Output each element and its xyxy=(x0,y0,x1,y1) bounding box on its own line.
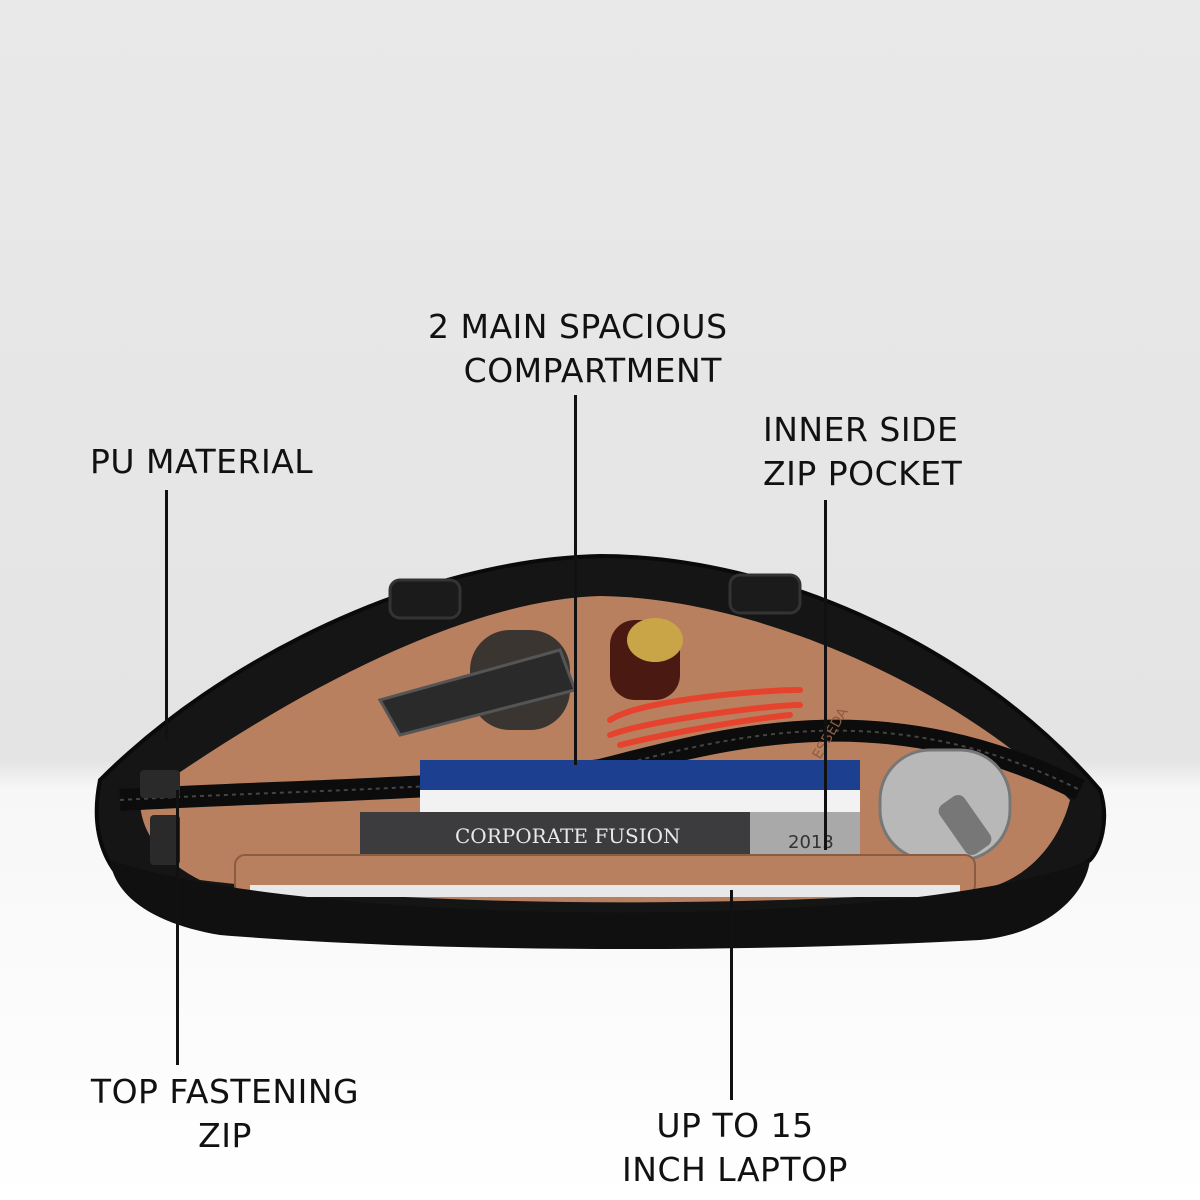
leader-compartment xyxy=(574,395,577,765)
label-material: PU MATERIAL xyxy=(90,440,313,484)
label-fastening-zip: TOP FASTENING ZIP xyxy=(90,1070,360,1158)
leader-laptop xyxy=(730,890,733,1100)
book-top xyxy=(420,760,860,792)
red-cable xyxy=(607,687,803,748)
handle-left xyxy=(388,578,462,620)
label-laptop: UP TO 15 INCH LAPTOP xyxy=(620,1104,850,1192)
steel-bottle xyxy=(878,748,1012,862)
small-bottle xyxy=(610,618,683,700)
headphones xyxy=(377,630,577,737)
label-zip-pocket-line2: ZIP POCKET xyxy=(763,454,963,493)
book-year: 2013 xyxy=(788,832,834,853)
leader-zip-pocket xyxy=(824,500,827,850)
label-laptop-line2: INCH LAPTOP xyxy=(622,1150,848,1189)
zip-pull-top xyxy=(140,770,180,798)
label-fastening-zip-line2: ZIP xyxy=(198,1116,252,1155)
leader-fastening-zip xyxy=(176,790,179,1065)
handle-right xyxy=(728,573,802,615)
book-white xyxy=(420,790,860,816)
book-title: CORPORATE FUSION xyxy=(455,824,681,848)
label-zip-pocket: INNER SIDE ZIP POCKET xyxy=(763,408,962,496)
label-zip-pocket-line1: INNER SIDE xyxy=(763,410,959,449)
label-laptop-line1: UP TO 15 xyxy=(656,1106,814,1145)
label-compartment-line2: COMPARTMENT xyxy=(463,351,722,390)
label-fastening-zip-line1: TOP FASTENING xyxy=(90,1072,360,1111)
label-material-text: PU MATERIAL xyxy=(90,442,314,481)
bag-front-edge xyxy=(110,860,1090,950)
leader-material xyxy=(165,490,168,740)
label-compartment-line1: 2 MAIN SPACIOUS xyxy=(428,307,728,346)
label-compartment: 2 MAIN SPACIOUS COMPARTMENT xyxy=(428,305,728,393)
zip-pull-bottom xyxy=(150,815,180,865)
